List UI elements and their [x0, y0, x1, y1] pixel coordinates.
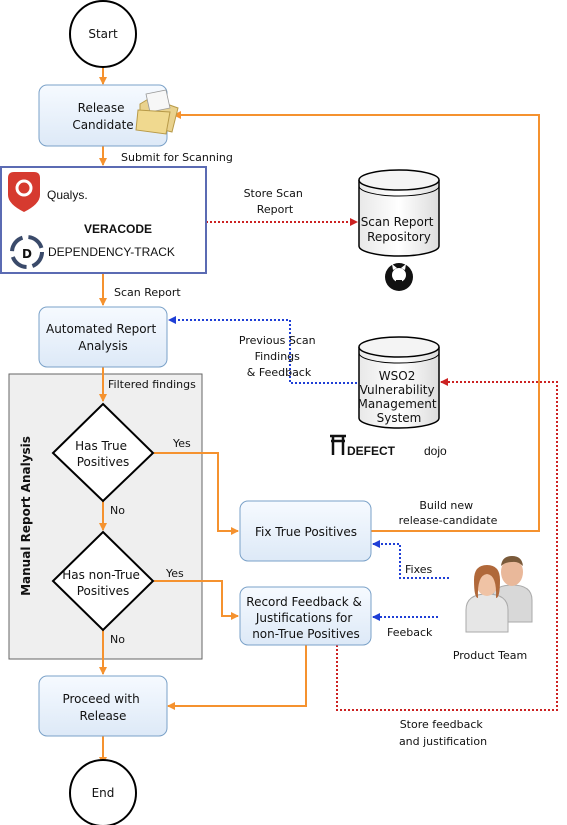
yes2-label: Yes [165, 567, 184, 580]
decision-has-true-positives [51, 402, 155, 503]
edge-decision2-yes [154, 580, 239, 620]
feedback-label: Feeback [387, 626, 433, 639]
dependency-track-text: DEPENDENCY-TRACK [48, 245, 175, 259]
github-icon [385, 263, 413, 291]
fix-true-positives-label: Fix True Positives [255, 525, 357, 539]
wso2-vms-label: WSO2 Vulnerability Management System [358, 369, 441, 425]
record-feedback-box [239, 586, 372, 646]
start-label: Start [88, 27, 118, 41]
decision-has-non-true-positives [51, 530, 155, 632]
proceed-release-box [38, 675, 168, 737]
manual-analysis-label: Manual Report Analysis [19, 436, 33, 596]
qualys-text: Qualys. [47, 188, 88, 202]
store-feedback-label: Store feedback and justification [399, 718, 487, 748]
defectdojo-logo: DEFECT dojo [330, 434, 447, 458]
end-label: End [92, 786, 115, 800]
dependency-track-logo: D DEPENDENCY-TRACK [10, 235, 175, 269]
no2-label: No [110, 633, 125, 646]
edge-decision1-yes [154, 452, 239, 535]
build-new-label: Build new release-candidate [399, 499, 498, 527]
edge-store-feedback [336, 378, 558, 711]
product-team-icon [465, 556, 533, 633]
scan-report-repository: Scan Report Repository [358, 169, 440, 257]
wso2-vms: WSO2 Vulnerability Management System [358, 336, 441, 429]
product-team-label: Product Team [453, 649, 527, 662]
no1-label: No [110, 504, 125, 517]
edge-previous-findings [168, 316, 357, 384]
previous-findings-label: Previous Scan Findings & Feedback [239, 334, 319, 379]
defectdojo-text-b: dojo [424, 444, 447, 458]
decision-has-true-positives-label: Has True Positives [75, 439, 131, 469]
filtered-label: Filtered findings [108, 378, 196, 391]
end-node [69, 759, 137, 825]
fix-true-positives-box [239, 500, 372, 562]
release-candidate-label: Release Candidate [72, 101, 133, 132]
record-feedback-label: Record Feedback & Justifications for non… [246, 595, 365, 641]
veracode-text: VERACODE [84, 222, 152, 236]
yes1-label: Yes [172, 437, 191, 450]
qualys-logo: Qualys. [8, 172, 88, 212]
defectdojo-text-a: DEFECT [347, 444, 396, 458]
submit-label: Submit for Scanning [121, 151, 233, 164]
edge-build-new [173, 111, 540, 532]
decision-has-non-true-positives-label: Has non-True Positives [62, 568, 144, 598]
scan-report-label: Scan Report [114, 286, 181, 299]
edge-fixes [372, 540, 449, 579]
edge-feedback-to-proceed [167, 645, 307, 710]
automated-analysis-box [38, 306, 168, 368]
scan-report-repository-label: Scan Report Repository [361, 215, 438, 244]
veracode-logo: VERACODE [84, 222, 152, 236]
fixes-label: Fixes [405, 563, 433, 576]
proceed-release-label: Proceed with Release [62, 692, 143, 723]
svg-text:D: D [22, 247, 32, 261]
store-scan-report-label: Store Scan Report [244, 187, 307, 216]
start-node [69, 0, 137, 68]
folder-icon [135, 89, 179, 135]
automated-analysis-label: Automated Report Analysis [46, 322, 160, 353]
